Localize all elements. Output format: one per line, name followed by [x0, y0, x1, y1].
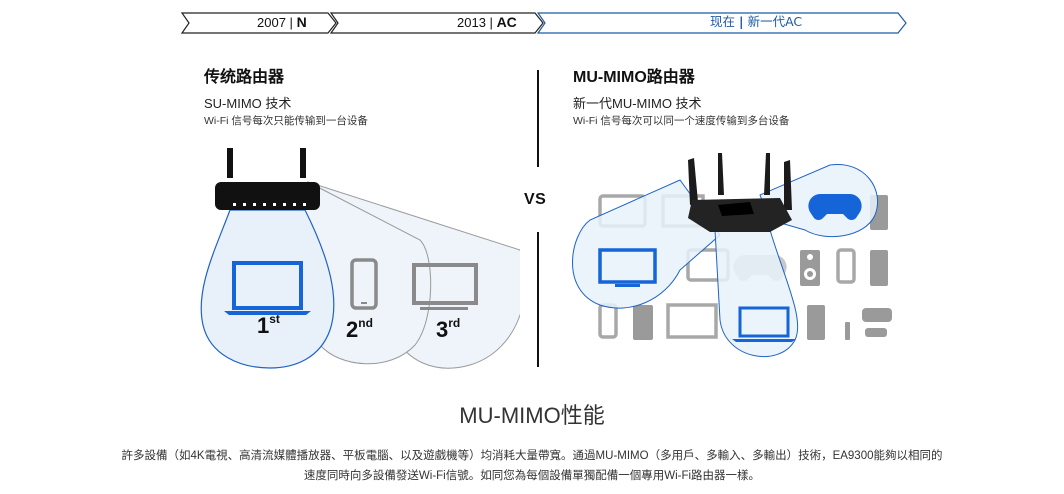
right-subtitle: 新一代MU-MIMO 技术: [573, 96, 702, 111]
desktop-tower-icon: [870, 250, 888, 286]
left-title: 传统路由器: [204, 69, 285, 86]
timeline-segment-now: [536, 12, 907, 34]
performance-body-line1: 許多設備（如4K電視、高清流媒體播放器、平板電腦、以及遊戲機等）均消耗大量帶寬。…: [121, 450, 943, 462]
performance-description: 許多設備（如4K電視、高清流媒體播放器、平板電腦、以及遊戲機等）均消耗大量帶寬。…: [0, 446, 1064, 486]
vs-label: VS: [524, 191, 547, 208]
mu-mimo-diagram: [572, 153, 892, 358]
laptop-icon: [224, 261, 311, 315]
laptop-icon: [732, 306, 796, 342]
tv-icon: [598, 248, 657, 287]
left-description: Wi-Fi 信号每次只能传输到一台设备: [204, 115, 368, 127]
signal-bubble-tv: [572, 179, 721, 309]
left-subtitle: SU-MIMO 技术: [204, 96, 292, 111]
divider-bottom: [537, 232, 539, 367]
monitor-icon: [666, 303, 718, 339]
order-label-1st: 1st: [257, 312, 280, 338]
desktop-tower-icon: [633, 305, 653, 340]
usb-stick-icon: [865, 328, 887, 337]
timeline-label-2007: 2007 | N: [257, 14, 307, 30]
order-label-2nd: 2nd: [346, 316, 373, 342]
game-controller-icon: [808, 194, 862, 221]
smart-plug-icon: [807, 305, 825, 340]
timeline: 2007 | N 2013 | AC 现在 | 新一代AC: [0, 0, 1064, 40]
order-label-3rd: 3rd: [436, 316, 461, 342]
timeline-label-2013: 2013 | AC: [457, 14, 517, 30]
right-title: MU-MIMO路由器: [573, 69, 695, 86]
timeline-label-now: 现在 | 新一代AC: [710, 14, 803, 29]
mu-mimo-router-icon: [688, 153, 792, 232]
monitor-icon: [412, 263, 478, 310]
external-drive-icon: [862, 308, 892, 322]
divider-top: [537, 70, 539, 167]
su-mimo-diagram: [200, 148, 520, 369]
timeline-segment-2007: [180, 12, 337, 34]
legacy-router-icon: [215, 148, 320, 210]
performance-title: MU-MIMO性能: [459, 403, 605, 429]
smartphone-icon: [598, 303, 618, 339]
performance-body-line2: 速度同時向多設備發送Wi-Fi信號。如同您為每個設備單獨配備一個專用Wi-Fi路…: [303, 470, 761, 482]
smartphone-icon: [350, 258, 378, 310]
timeline-chevrons: [180, 12, 907, 34]
signal-bubble-laptop: [714, 229, 799, 358]
right-description: Wi-Fi 信号每次可以同一个速度传输到多台设备: [573, 115, 790, 127]
usb-dongle-icon: [845, 322, 850, 340]
signal-bubble-1st: [200, 209, 335, 369]
smartphone-icon: [836, 248, 856, 284]
router-led-row: [233, 203, 306, 206]
timeline-segment-2013: [329, 12, 544, 34]
device-grid-filled: [633, 195, 892, 340]
